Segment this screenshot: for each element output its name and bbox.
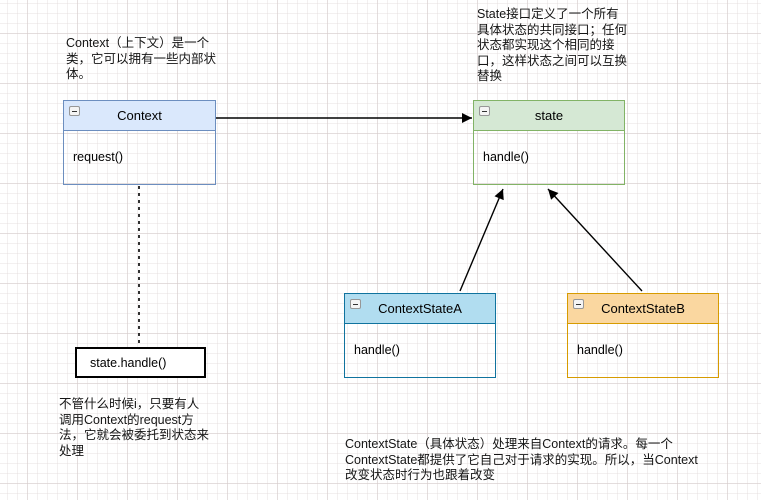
class-box-contextstatea: ContextStateA handle() — [344, 293, 496, 378]
class-box-context: Context request() — [63, 100, 216, 185]
class-body-context: request() — [64, 131, 215, 183]
class-box-state: state handle() — [473, 100, 625, 185]
class-title: ContextStateB — [601, 301, 685, 316]
note-state-interface-description: State接口定义了一个所有 具体状态的共同接口；任何 状态都实现这个相同的接 … — [477, 7, 628, 83]
state-handle-label-box: state.handle() — [75, 347, 206, 378]
method-label: handle() — [577, 343, 623, 357]
arrow-contextstateb-to-state — [547, 188, 643, 292]
class-body-state: handle() — [474, 131, 624, 183]
note-context-description: Context（上下文）是一个 类，它可以拥有一些内部状 体。 — [66, 36, 217, 81]
method-label: handle() — [354, 343, 400, 357]
class-header-contextstatea: ContextStateA — [345, 294, 495, 324]
collapse-icon — [479, 106, 490, 116]
class-body-contextstatea: handle() — [345, 324, 495, 376]
collapse-icon — [69, 106, 80, 116]
note-contextstate-description: ContextState（具体状态）处理来自Context的请求。每一个 Con… — [345, 437, 698, 482]
method-label: handle() — [483, 150, 529, 164]
class-title: ContextStateA — [378, 301, 462, 316]
collapse-icon — [573, 299, 584, 309]
method-label: request() — [73, 150, 124, 164]
class-header-context: Context — [64, 101, 215, 131]
arrow-contextstatea-to-state — [459, 188, 504, 292]
class-header-state: state — [474, 101, 624, 131]
state-handle-label: state.handle() — [90, 355, 167, 370]
class-title: state — [534, 108, 564, 123]
note-request-delegation-description: 不管什么时候i，只要有人 调用Context的request方 法，它就会被委托… — [59, 397, 210, 458]
class-title: Context — [117, 108, 162, 123]
class-box-contextstateb: ContextStateB handle() — [567, 293, 719, 378]
collapse-icon — [350, 299, 361, 309]
class-body-contextstateb: handle() — [568, 324, 718, 376]
class-header-contextstateb: ContextStateB — [568, 294, 718, 324]
